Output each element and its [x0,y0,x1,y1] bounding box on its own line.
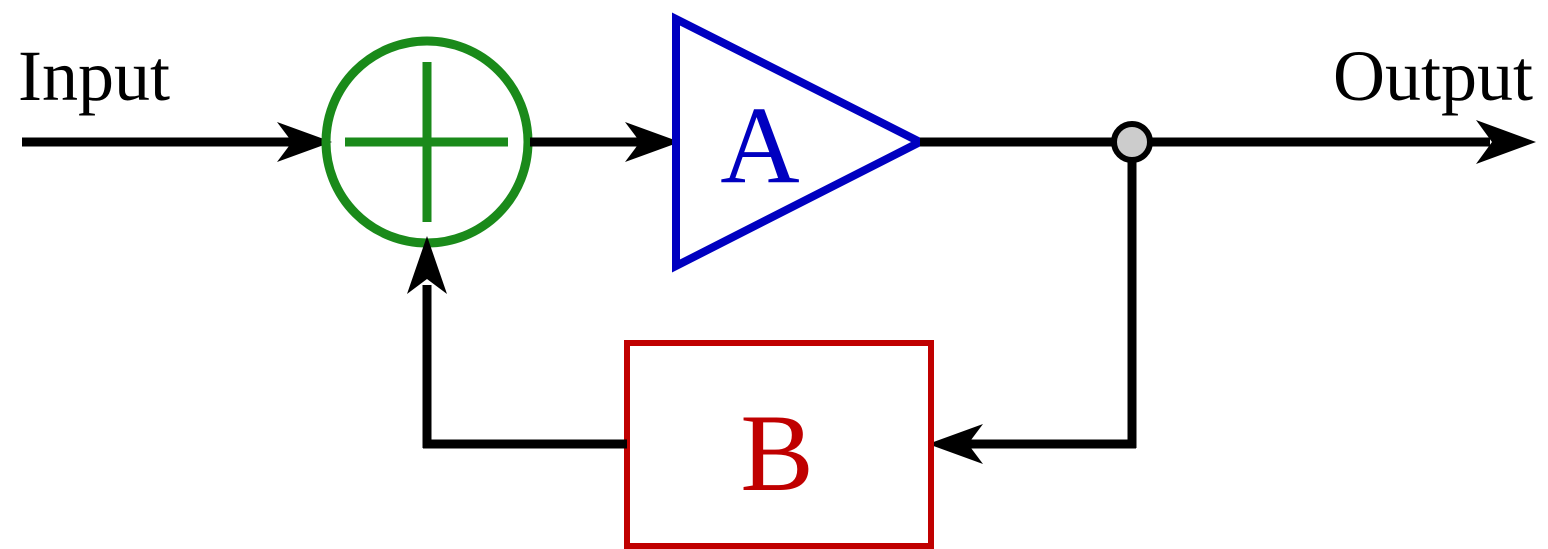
output-arrowhead [1476,120,1536,164]
amp-input-arrowhead [625,122,680,162]
amplifier-triangle [672,12,929,273]
feedback-block: B [624,340,934,549]
summer-feedback-arrowhead [407,236,447,294]
feedback-label: B [740,392,813,514]
junction-dot [1111,121,1153,163]
input-label: Input [18,36,170,116]
b-input-arrowhead [928,424,983,464]
output-label: Output [1333,36,1533,116]
amplifier-block: A [672,12,929,273]
amplifier-label: A [720,84,799,206]
input-arrowhead [277,122,332,162]
summing-junction [321,36,533,248]
